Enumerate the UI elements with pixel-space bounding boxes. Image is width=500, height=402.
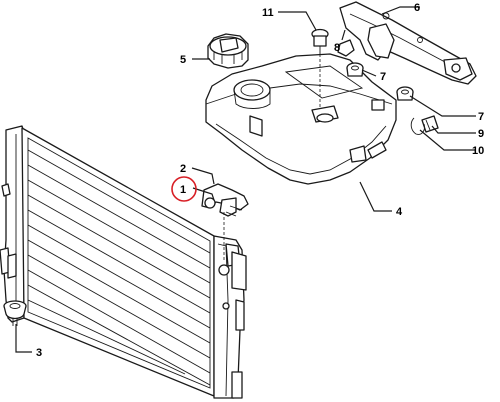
callout-7-right[interactable]: 7: [478, 111, 484, 123]
hose-clamp[interactable]: [410, 117, 425, 135]
callout-9[interactable]: 9: [478, 128, 484, 140]
bracket-clip[interactable]: [201, 183, 249, 217]
highlight-ring: [171, 176, 197, 202]
leader-lines: [15, 6, 476, 353]
callout-2[interactable]: 2: [180, 163, 186, 175]
callout-7-upper[interactable]: 7: [380, 71, 386, 83]
callout-11[interactable]: 11: [262, 7, 274, 19]
callout-6[interactable]: 6: [414, 2, 420, 14]
radiator-mount[interactable]: [3, 300, 27, 326]
callout-1[interactable]: 1: [180, 184, 186, 196]
callout-10[interactable]: 10: [472, 145, 484, 157]
callout-4[interactable]: 4: [396, 206, 403, 218]
callout-3[interactable]: 3: [36, 347, 42, 359]
expansion-tank[interactable]: [205, 53, 397, 185]
radiator[interactable]: [0, 125, 247, 399]
filler-cap[interactable]: [207, 33, 249, 69]
grommet-upper[interactable]: [346, 62, 364, 77]
callout-5[interactable]: 5: [180, 54, 186, 66]
push-clip[interactable]: [311, 28, 329, 55]
grommet-right[interactable]: [396, 86, 414, 101]
small-clip[interactable]: [337, 39, 355, 57]
assembly-guides: [223, 54, 321, 262]
mounting-bracket[interactable]: [339, 1, 477, 85]
callout-8[interactable]: 8: [334, 42, 340, 54]
